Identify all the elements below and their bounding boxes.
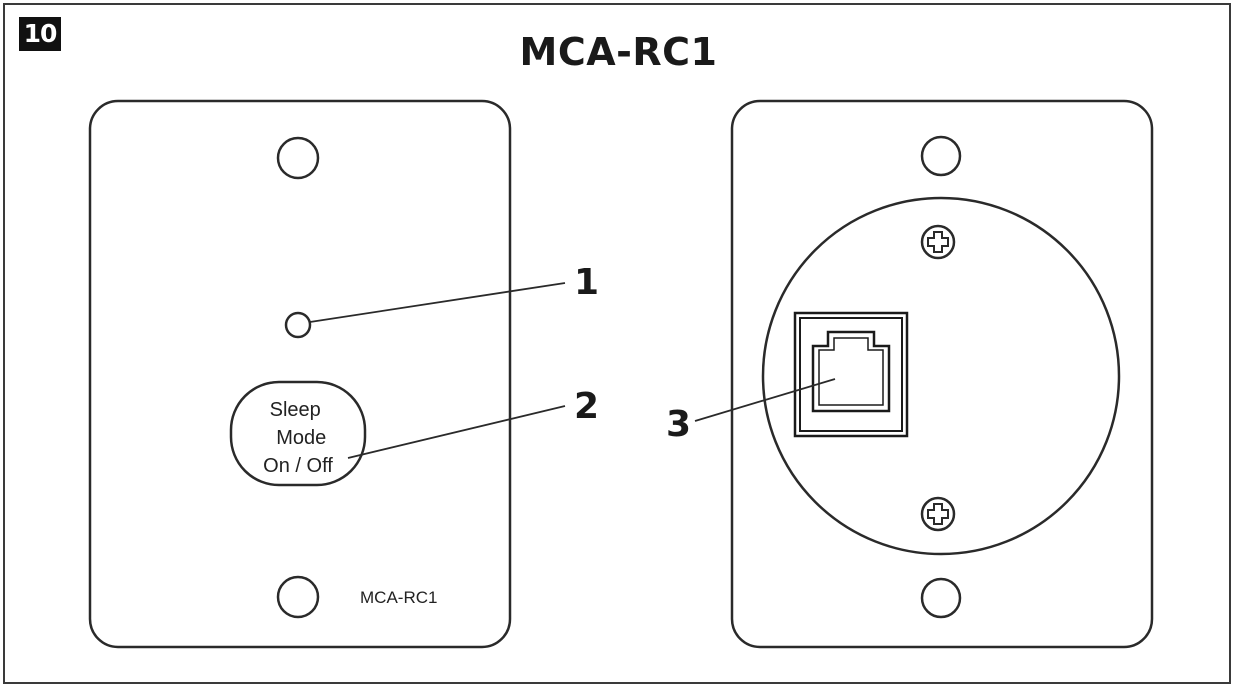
- front-top-screw-hole: [276, 136, 320, 180]
- mounting-disc: [761, 196, 1121, 556]
- plate-model-label: MCA-RC1: [360, 588, 437, 607]
- button-label-line-1: Sleep: [270, 399, 321, 421]
- callout-3-number: 3: [666, 404, 691, 445]
- svg-text:Sleep Mode On / Of: Sleep Mode On / Off: [263, 399, 333, 477]
- callout-3: 3: [666, 378, 836, 445]
- callout-1: 1: [309, 262, 599, 323]
- callout-1-number: 1: [574, 262, 599, 303]
- rj45-jack-icon: [793, 311, 909, 438]
- sleep-mode-button: [229, 380, 367, 487]
- phillips-screw-bottom-icon: [920, 496, 956, 532]
- callout-2: 2: [347, 386, 599, 459]
- button-label-line-3: On / Off: [263, 455, 333, 477]
- front-plate: Sleep Mode On / Off MCA-RC1: [88, 99, 512, 649]
- button-label-line-2: Mode: [276, 427, 326, 449]
- front-bottom-screw-hole: [276, 575, 320, 619]
- rear-bottom-screw-hole: [920, 577, 962, 619]
- rear-plate: [730, 99, 1154, 649]
- phillips-screw-top-icon: [920, 224, 956, 260]
- figure-number-badge: 10: [19, 17, 61, 51]
- rear-top-screw-hole: [920, 135, 962, 177]
- callout-2-number: 2: [574, 386, 599, 427]
- diagram-title: MCA-RC1: [519, 30, 718, 74]
- status-led: [284, 311, 312, 339]
